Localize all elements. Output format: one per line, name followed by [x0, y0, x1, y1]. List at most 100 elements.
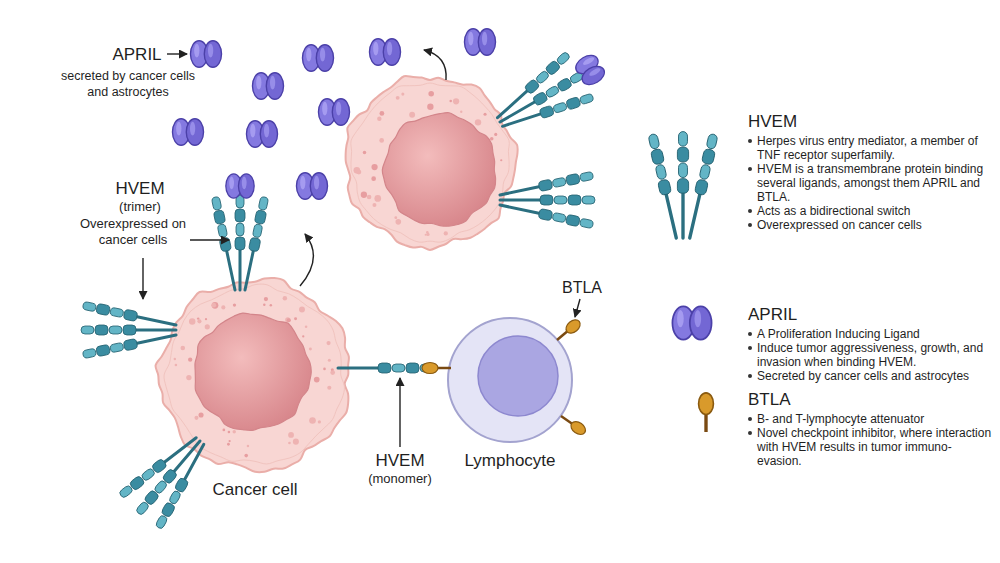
april-highlight: [270, 76, 275, 90]
hvem-stalk: [164, 438, 197, 463]
hvem-domain: [679, 132, 688, 147]
granule: [233, 303, 236, 306]
btla-stalk: [704, 413, 707, 432]
legend-bullet-text: B- and T-lymphocyte attenuator: [757, 412, 993, 426]
hvem-domain: [235, 237, 245, 250]
granule: [371, 176, 376, 181]
granule: [263, 304, 265, 306]
hvem-receptor: [81, 300, 177, 359]
granule: [374, 195, 381, 202]
granule: [228, 431, 231, 434]
april-highlight: [300, 176, 305, 190]
hvem-chain: [154, 442, 208, 530]
april-cloud: [172, 29, 495, 199]
granule: [425, 234, 427, 236]
april-subunit: [310, 173, 327, 199]
hvem-domain: [211, 196, 222, 210]
granule: [205, 318, 207, 320]
granule: [371, 164, 377, 170]
hvem-domain: [135, 501, 150, 516]
hvem-domain: [650, 148, 664, 165]
granule: [379, 111, 384, 116]
granule: [288, 432, 294, 438]
april-molecule: [369, 39, 400, 65]
hvem-domain: [565, 173, 580, 185]
annotation-label: Overexpressed on cancer cells: [78, 216, 188, 248]
granule: [361, 192, 367, 198]
hvem-domain: [95, 325, 108, 335]
hvem-domain: [123, 325, 136, 335]
bullet-row: Herpes virus entry mediator, a member of…: [748, 134, 993, 162]
granule: [221, 305, 225, 309]
april-highlight: [264, 124, 269, 138]
april-highlight: [190, 122, 195, 136]
hvem-domain: [258, 196, 269, 210]
hvem-stalk: [135, 329, 176, 332]
april-subunit: [266, 73, 283, 99]
granule: [490, 137, 494, 141]
legend-bullet-text: HVEM is a transmembrane protein binding …: [757, 162, 993, 204]
april-highlight: [250, 124, 255, 138]
granule: [395, 219, 401, 225]
hvem-domain: [252, 224, 263, 238]
granule: [379, 138, 384, 143]
hvem-domain: [213, 210, 225, 225]
annotation-label: APRIL: [112, 44, 161, 65]
granule: [309, 347, 312, 350]
granule: [194, 416, 198, 420]
hvem-receptor: [647, 132, 719, 240]
hvem-chain: [500, 195, 595, 205]
april-highlight: [229, 177, 234, 190]
april-highlight: [588, 67, 601, 77]
hvem-domain: [174, 477, 189, 493]
bullet-dot: [748, 374, 752, 378]
hvem-domain: [110, 307, 124, 318]
bullet-row: Acts as a bidirectional switch: [748, 204, 993, 218]
hvem-domain: [406, 363, 419, 373]
btla-receptor: [422, 363, 451, 374]
legend-bullet-text: Overexpressed on cancer cells: [757, 218, 993, 232]
leader-arrow: [190, 239, 229, 240]
hvem-domain: [679, 163, 688, 178]
hvem-stalk: [681, 192, 684, 238]
granule: [283, 296, 287, 300]
bullet-row: Induce tumor aggressiveness, growth, and…: [748, 341, 993, 369]
april-highlight: [387, 42, 392, 56]
hvem-domain: [217, 224, 228, 238]
bullet-dot: [748, 417, 752, 421]
april-highlight: [336, 102, 341, 116]
hvem-domain: [118, 484, 133, 498]
annotation-label: (trimer): [119, 199, 161, 215]
april-highlight: [194, 44, 199, 58]
april-molecule: [296, 173, 327, 199]
hvem-domain: [545, 85, 560, 98]
hvem-domain: [699, 164, 711, 180]
granule: [428, 91, 434, 97]
granule: [460, 111, 462, 113]
granule: [223, 429, 226, 432]
april-molecule: [252, 73, 283, 99]
granule: [197, 319, 201, 323]
cell-nucleus: [382, 113, 495, 227]
granule: [327, 386, 331, 390]
granule: [330, 370, 335, 375]
granule: [453, 98, 459, 104]
granule: [409, 112, 415, 118]
btla-stalk: [557, 331, 568, 340]
granule: [299, 307, 305, 313]
cell-node: Cancer cell: [160, 280, 350, 500]
btla-head: [699, 393, 714, 415]
hvem-stalk: [500, 186, 540, 195]
leader-arrow: [399, 378, 400, 447]
leader-arrow: [167, 53, 187, 54]
cell-membrane: [156, 278, 349, 472]
hvem-chain: [338, 363, 433, 373]
granule: [188, 358, 192, 362]
hvem-domain: [540, 195, 553, 205]
hvem-chain: [240, 196, 270, 291]
hvem-receptor: [338, 363, 433, 373]
granule: [247, 445, 250, 448]
granule: [396, 96, 400, 100]
